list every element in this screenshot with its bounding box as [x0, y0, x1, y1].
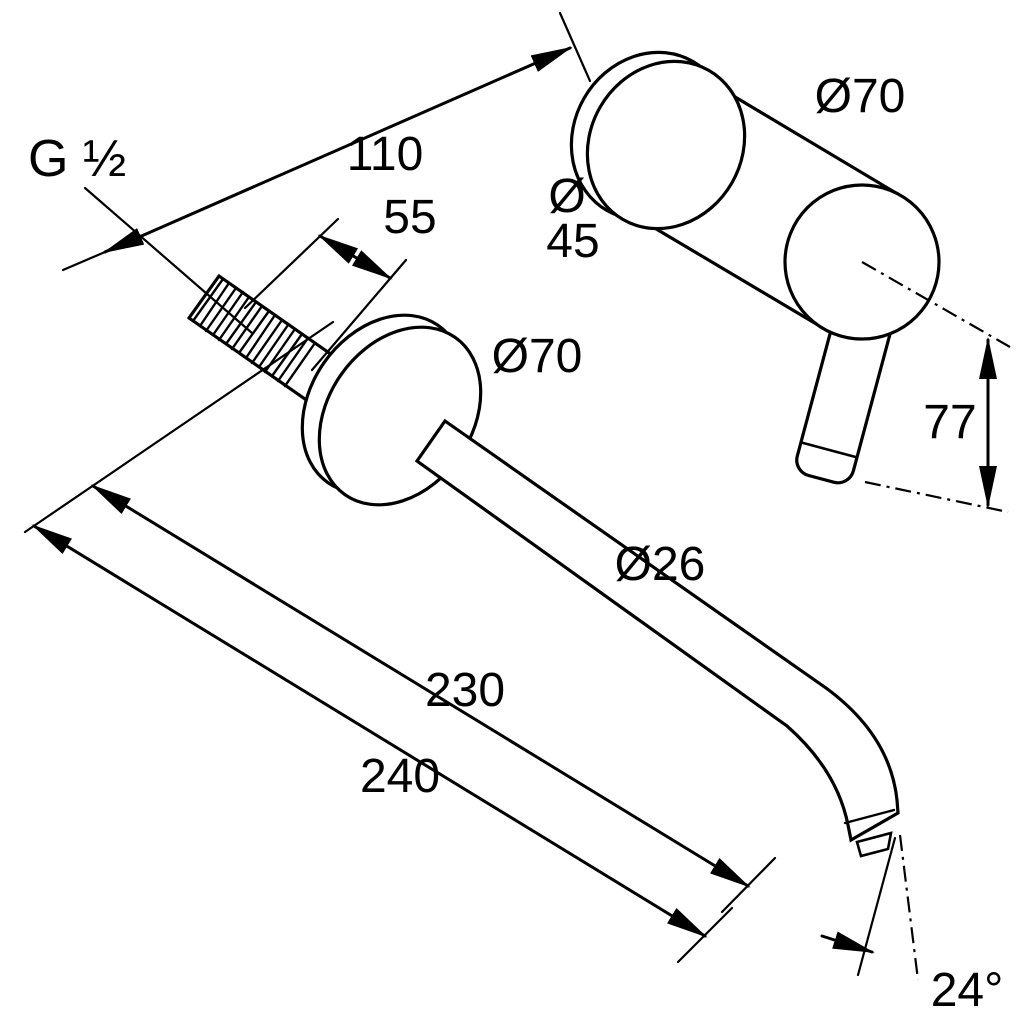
dim-110-extension [558, 11, 592, 83]
dim-240-label: 240 [360, 750, 440, 803]
dim-55-extension-left [243, 217, 340, 310]
dia-45-symbol-label: Ø [548, 170, 585, 223]
thread-line [276, 336, 310, 383]
dim-230-label: 230 [425, 664, 505, 717]
dim-55-line [317, 234, 393, 280]
thread-line [198, 281, 231, 328]
dim-55-label: 55 [383, 191, 436, 244]
handle-reference-line [864, 480, 1009, 514]
outlet-centerline [898, 834, 920, 981]
thread-line [283, 341, 317, 388]
spout-tube [414, 418, 900, 843]
thread-hatching [191, 277, 317, 388]
thread-line [191, 277, 225, 323]
aerator [855, 831, 893, 858]
angle-arrow [820, 931, 875, 954]
thread-line [237, 309, 271, 355]
angle-24-label: 24° [931, 964, 1004, 1017]
mixer-axis-centerline [861, 261, 1011, 348]
thread-leader-line [83, 186, 254, 335]
pipe-end-cap [187, 274, 221, 320]
dia-45-value-label: 45 [546, 215, 599, 268]
thread-line [270, 332, 304, 378]
thread-line [257, 323, 290, 369]
dim-240-line [31, 524, 708, 938]
lever-handle-end-line [799, 441, 859, 459]
mixer-body-top-edge [703, 77, 903, 198]
wall-plane-extension [23, 320, 335, 534]
spray-direction-line [856, 836, 897, 977]
thread-line [244, 313, 277, 360]
dim-77-label: 77 [923, 396, 976, 449]
dim-110-overshoot [61, 250, 107, 272]
thread-line [204, 286, 238, 333]
mixer-escutcheon-face [585, 59, 747, 231]
dim-240-extension [676, 906, 734, 964]
dim-110-line [102, 46, 573, 254]
dim-110-label: 110 [347, 128, 424, 181]
mixer-body-bottom-edge [624, 209, 825, 330]
spout-outlet-step [843, 808, 896, 825]
dia-70-right-label: Ø70 [815, 70, 906, 123]
thread-line [250, 318, 284, 365]
dim-230-extension [720, 856, 777, 914]
dia-70-spout-label: Ø70 [492, 330, 583, 383]
thread-size-label: G ½ [28, 130, 126, 188]
dim-55-extension-right [310, 258, 408, 372]
dia-26-label: Ø26 [615, 538, 706, 591]
